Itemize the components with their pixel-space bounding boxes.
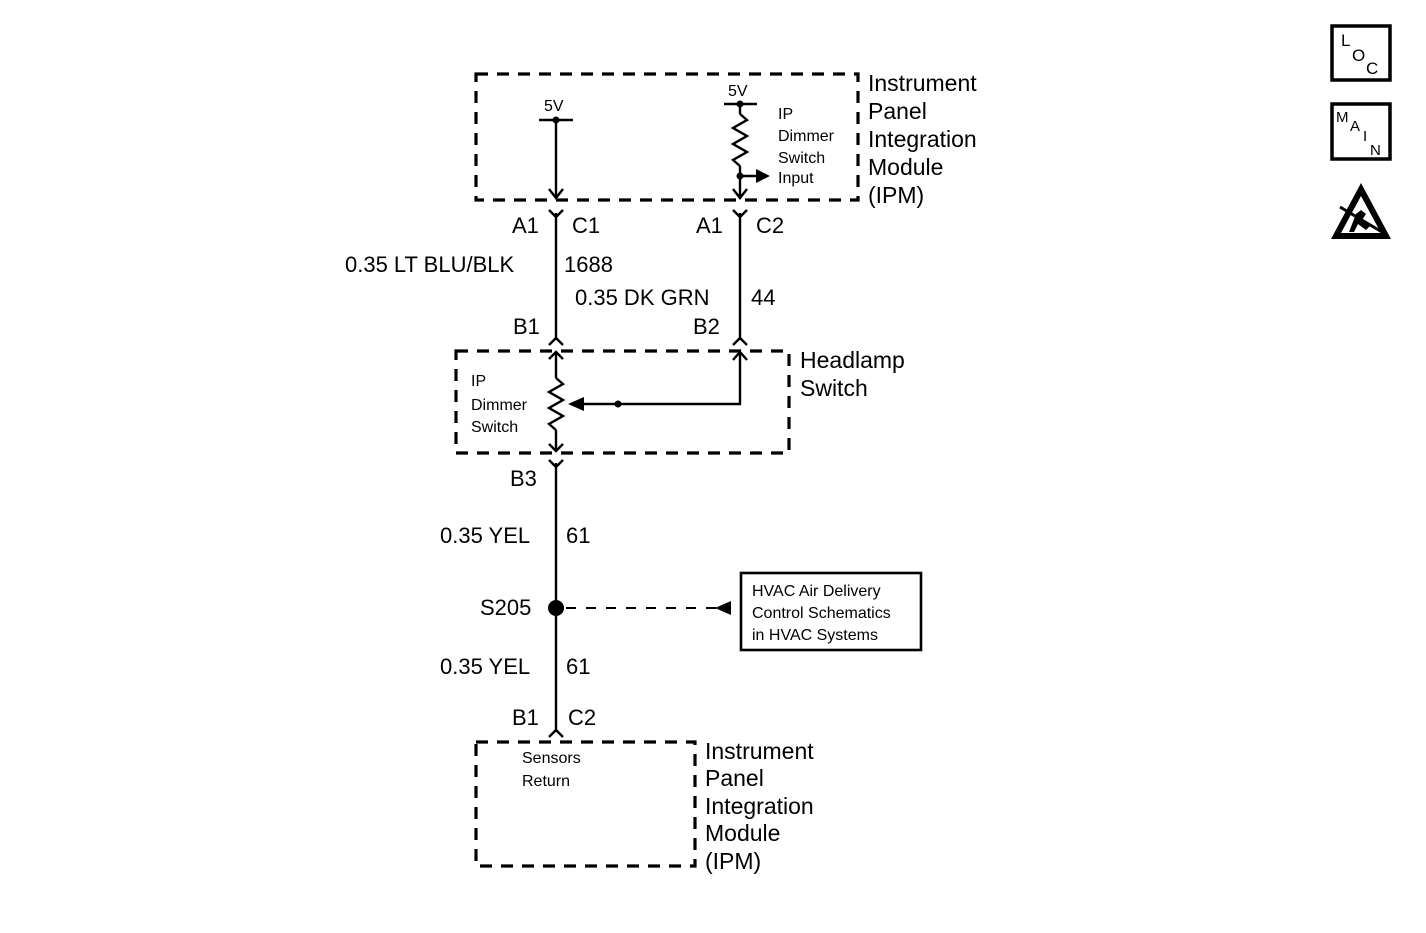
- ipm-input-label-line1: IP: [778, 106, 793, 123]
- wire-61-upper[interactable]: 0.35 YEL 61: [440, 463, 590, 600]
- connector-male-icon: [548, 728, 564, 738]
- ipm-top-title-line5: (IPM): [868, 182, 924, 208]
- potentiometer-icon: [546, 377, 566, 431]
- hvac-reference-box: [739, 571, 923, 652]
- hvac-reference-line2: Control Schematics: [752, 605, 891, 622]
- wire-44-color-label: 0.35 DK GRN: [575, 285, 710, 310]
- main-icon-n: N: [1370, 142, 1381, 159]
- ipm-bottom-title-line5: (IPM): [705, 848, 761, 874]
- wire-61-upper-color-label: 0.35 YEL: [440, 523, 530, 548]
- hvac-reference-link[interactable]: HVAC Air Delivery Control Schematics in …: [739, 571, 923, 652]
- pullup-resistor-icon: [730, 113, 750, 167]
- connector-c1-top[interactable]: A1 C1: [512, 209, 600, 238]
- main-icon-i: I: [1363, 128, 1367, 145]
- ipm-top-title-line4: Module: [868, 154, 943, 180]
- main-icon-a: A: [1350, 118, 1360, 135]
- hvac-reference-line1: HVAC Air Delivery: [752, 583, 881, 600]
- ipm-top-title-line3: Integration: [868, 126, 977, 152]
- wire-61-lower[interactable]: 0.35 YEL 61: [440, 616, 590, 732]
- pin-b1-bottom-label: B1: [512, 705, 539, 730]
- wire-61-lower-color-label: 0.35 YEL: [440, 654, 530, 679]
- loc-icon-l: L: [1341, 31, 1350, 50]
- ipm-bottom-title-line3: Integration: [705, 793, 814, 819]
- splice-s205[interactable]: S205: [480, 595, 731, 620]
- pin-b1-label: B1: [513, 314, 540, 339]
- headlamp-switch-boundary: [454, 349, 791, 455]
- ipm-bottom-boundary: [474, 740, 697, 868]
- wire-61-upper-circuit-label: 61: [566, 523, 590, 548]
- wire-1688[interactable]: 0.35 LT BLU/BLK 1688: [345, 213, 613, 340]
- conn-c2-bottom-label: C2: [568, 705, 596, 730]
- wire-61-lower-circuit-label: 61: [566, 654, 590, 679]
- conn-c2-top-label: C2: [756, 213, 784, 238]
- ipm-input-label-line4: Input: [778, 170, 814, 187]
- conn-c1-label: C1: [572, 213, 600, 238]
- pin-b3-label: B3: [510, 466, 537, 491]
- splice-s205-label: S205: [480, 595, 531, 620]
- arrow-down-icon: [548, 188, 564, 200]
- connector-b3[interactable]: B3: [510, 459, 564, 491]
- arrow-up-icon: [732, 350, 748, 361]
- esd-hand-icon: [1349, 210, 1370, 232]
- ipm-top-boundary: [474, 72, 860, 202]
- wire-44-circuit-label: 44: [751, 285, 775, 310]
- supply-5v-left-label: 5V: [544, 98, 564, 115]
- loc-nav-button[interactable]: L O C: [1330, 24, 1392, 82]
- connector-male-icon: [548, 336, 564, 346]
- wiper-arrow-icon: [568, 397, 584, 411]
- wiper-wire: [582, 352, 742, 406]
- pin-a1-left-label: A1: [512, 213, 539, 238]
- connector-male-icon: [732, 336, 748, 346]
- sensors-return-line2: Return: [522, 773, 570, 790]
- ipm-bottom-title-line4: Module: [705, 820, 780, 846]
- esd-warning-icon: [1331, 183, 1391, 239]
- dimmer-switch-label-line2: Dimmer: [471, 397, 528, 414]
- ipm-bottom-title-line1: Instrument: [705, 738, 814, 764]
- ipm-top-title-line1: Instrument: [868, 70, 977, 96]
- ipm-input-label-line2: Dimmer: [778, 128, 835, 145]
- reference-arrow-icon: [715, 601, 731, 615]
- esd-slash: [1339, 205, 1383, 234]
- loc-icon-c: C: [1366, 59, 1378, 78]
- ipm-bottom-module[interactable]: B1 C2 Sensors Return Instrument Panel In…: [474, 705, 814, 874]
- main-icon-frame: [1330, 102, 1392, 161]
- wire-1688-color-label: 0.35 LT BLU/BLK: [345, 252, 515, 277]
- pin-a1-right-label: A1: [696, 213, 723, 238]
- dimmer-switch-label-line1: IP: [471, 373, 486, 390]
- dimmer-switch-label-line3: Switch: [471, 419, 518, 436]
- main-nav-button[interactable]: M A I N: [1330, 102, 1392, 161]
- loc-icon-o: O: [1352, 46, 1365, 65]
- headlamp-switch-title-line2: Switch: [800, 375, 868, 401]
- hvac-reference-line3: in HVAC Systems: [752, 627, 878, 644]
- wire-44[interactable]: 0.35 DK GRN 44: [575, 213, 775, 340]
- ipm-bottom-title-line2: Panel: [705, 765, 764, 791]
- ipm-input-label-line3: Switch: [778, 150, 825, 167]
- main-icon-m: M: [1336, 109, 1349, 126]
- sensors-return-line1: Sensors: [522, 750, 581, 767]
- pin-b2-label: B2: [693, 314, 720, 339]
- arrow-down-icon: [732, 188, 748, 200]
- arrow-down-icon: [548, 443, 564, 453]
- splice-node-icon: [548, 600, 564, 616]
- headlamp-switch-component[interactable]: B1 B2 Headlamp Switch IP Dimmer Switch: [454, 314, 905, 455]
- headlamp-switch-title-line1: Headlamp: [800, 347, 905, 373]
- supply-5v-right-label: 5V: [728, 83, 748, 100]
- loc-icon-frame: [1330, 24, 1392, 82]
- arrow-right-icon: [756, 169, 770, 183]
- ipm-top-title-line2: Panel: [868, 98, 927, 124]
- ipm-top-module[interactable]: Instrument Panel Integration Module (IPM…: [474, 70, 977, 208]
- wire-1688-circuit-label: 1688: [564, 252, 613, 277]
- wiper-node: [614, 400, 622, 408]
